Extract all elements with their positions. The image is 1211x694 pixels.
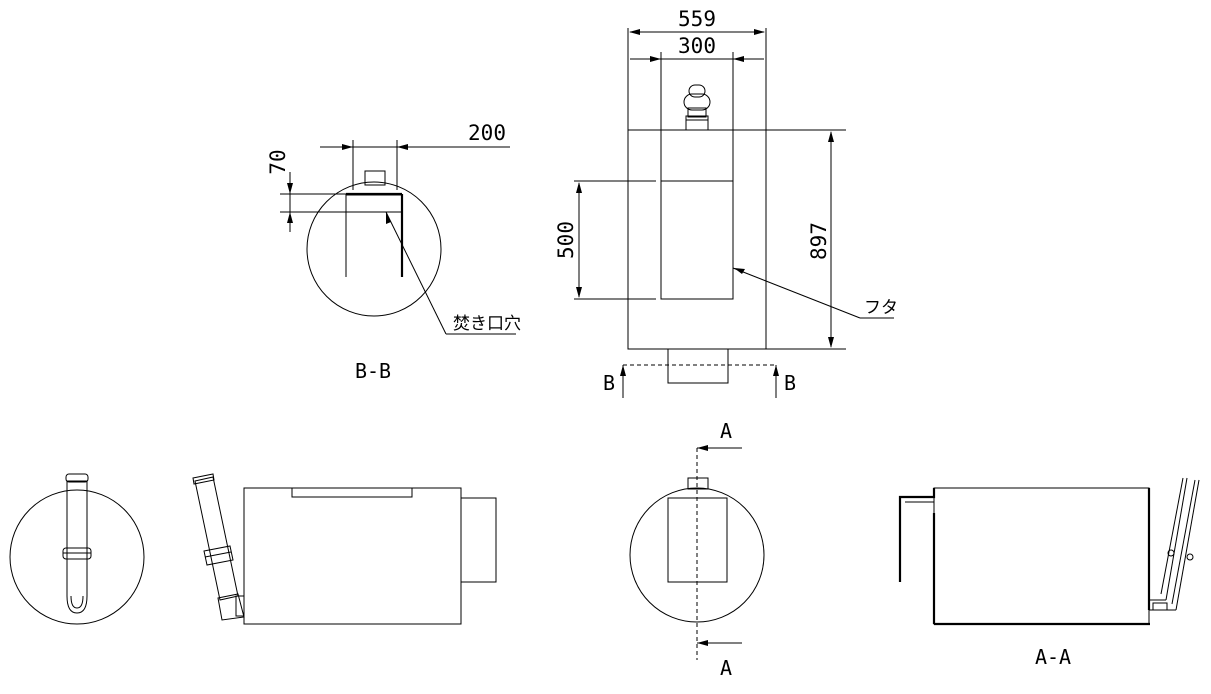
label-lid: フタ (864, 298, 898, 318)
cut-label-b-right: B (784, 371, 796, 395)
end-view-circle (9, 489, 145, 625)
section-aa: A-A (898, 477, 1200, 669)
side-view-stub (460, 497, 497, 583)
title-section-aa: A-A (1035, 645, 1071, 669)
bottom-stub (667, 349, 729, 384)
chimney-section (1149, 477, 1200, 611)
chimney-top (683, 84, 711, 131)
chimney-pipe-front (66, 480, 88, 614)
cut-label-a-bottom: A (720, 656, 732, 680)
hole-tab (364, 170, 386, 186)
top-view: 559 300 897 500 フタ B B (554, 7, 898, 398)
front-view-circle (629, 487, 765, 623)
dim-lid-width: 300 (678, 34, 716, 58)
title-section-bb: B-B (355, 359, 391, 383)
section-aa-lid (898, 488, 936, 582)
cut-label-b-left: B (603, 371, 615, 395)
lid-outline (660, 180, 734, 300)
fuel-hole (345, 194, 403, 213)
side-view-lid (291, 487, 413, 498)
dim-lid-height: 500 (554, 221, 578, 259)
section-bb-circle (306, 181, 442, 317)
cut-label-a-top: A (720, 419, 732, 443)
top-view-body (627, 129, 767, 350)
section-bb: 200 70 焚き口穴 B-B (266, 121, 521, 383)
front-view: A A (629, 419, 765, 680)
chimney-side (192, 473, 245, 621)
end-view-left (9, 473, 145, 625)
section-aa-body (933, 487, 1150, 625)
label-fuel-hole: 焚き口穴 (453, 314, 521, 334)
dim-hole-offset: 200 (468, 121, 506, 145)
dim-hole-depth: 70 (266, 149, 290, 174)
side-view-body (243, 487, 462, 625)
front-view-tab (687, 477, 709, 490)
side-view (192, 473, 497, 625)
dim-overall-height: 897 (807, 222, 831, 260)
dim-overall-width: 559 (678, 7, 716, 31)
